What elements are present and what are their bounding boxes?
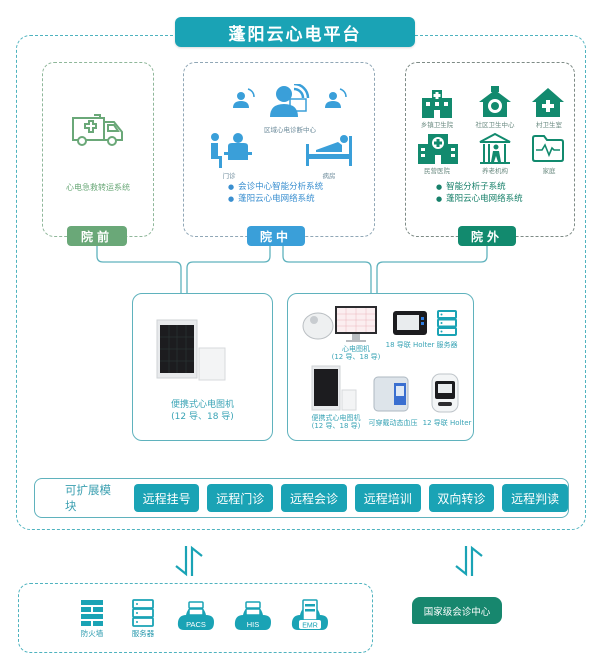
connector-mid-to-dev1 — [186, 246, 271, 293]
tag-pre-hospital: 院前 — [67, 226, 127, 246]
server-icon — [437, 310, 457, 336]
server-label: 服务器 — [131, 629, 155, 638]
township-hospital-label: 乡镇卫生院 — [420, 121, 454, 129]
emr-text: EMR — [302, 623, 318, 630]
pacs-cloud-icon: PACS — [177, 601, 214, 630]
ambulatory-bp-label: 可穿戴动态血压 — [368, 419, 418, 427]
server-device-label: 服务器 — [436, 341, 458, 349]
township-hospital-icon — [422, 90, 452, 118]
modules-label: 可扩展模块 — [65, 483, 111, 513]
firewall-label: 防火墙 — [80, 629, 104, 638]
portable-ecg-small-label-line2: (12 导、18 导) — [311, 422, 361, 430]
infrastructure-zone — [18, 583, 373, 653]
portable-ecg-device-image — [156, 319, 226, 381]
private-hospital-icon — [418, 134, 458, 164]
module-remote-registration[interactable]: 远程挂号 — [133, 484, 200, 512]
module-remote-consultation[interactable]: 远程会诊 — [281, 484, 347, 512]
server-icon — [132, 599, 154, 627]
connector-post-to-dev2 — [376, 246, 488, 293]
ward-label: 病房 — [322, 172, 336, 180]
connector-pre-to-dev1 — [96, 246, 182, 293]
portable-ecg-small-label-line1: 便携式心电图机 — [311, 414, 361, 422]
outpatient-icon — [211, 133, 252, 168]
ecg-machine-label-line2: (12 导、18 导) — [331, 353, 381, 361]
ambulance-icon — [72, 114, 123, 146]
post-system-item: 蓬阳云心电网络系统 — [436, 193, 523, 205]
holter-18-image — [393, 311, 427, 335]
expandable-modules-bar: 可扩展模块 远程挂号 远程门诊 远程会诊 远程培训 双向转诊 远程判读 — [34, 478, 569, 518]
platform-title: 蓬阳云心电平台 — [175, 17, 415, 47]
his-cloud-icon: HIS — [234, 601, 271, 630]
connector-mid-to-dev2 — [282, 246, 372, 293]
elderly-care-icon — [479, 132, 511, 164]
remote-ecg-center-icon — [233, 84, 347, 117]
bidirectional-arrow-icon — [175, 545, 203, 577]
emr-cloud-icon: EMR — [291, 599, 328, 630]
private-hospital-label: 民营医院 — [424, 167, 450, 175]
zone-pre-hospital — [42, 62, 154, 237]
home-icon — [532, 135, 564, 162]
portable-ecg-label-line1: 便携式心电图机 — [170, 400, 234, 410]
pre-system-label: 心电急救转运系统 — [66, 183, 130, 192]
pacs-text: PACS — [186, 620, 206, 629]
community-health-center-label: 社区卫生中心 — [475, 121, 515, 129]
holter-18-label: 18 导联 Holter — [385, 341, 435, 349]
firewall-icon — [81, 600, 103, 626]
his-text: HIS — [247, 620, 260, 629]
ward-icon — [306, 135, 352, 166]
tag-in-hospital: 院中 — [247, 226, 305, 246]
village-clinic-icon — [532, 88, 564, 117]
remote-ecg-center-label: 区域心电诊断中心 — [264, 126, 316, 134]
portable-ecg-label-line2: (12 导、18 导) — [171, 412, 234, 422]
outpatient-label: 门诊 — [222, 172, 236, 180]
holter-12-label: 12 导联 Holter — [422, 419, 472, 427]
ecg-cable-image — [302, 312, 334, 340]
ambulatory-bp-image — [373, 376, 409, 412]
post-system-list: 智能分析子系统 蓬阳云心电网络系统 — [436, 181, 523, 205]
module-remote-training[interactable]: 远程培训 — [354, 484, 421, 512]
mid-system-item: 蓬阳云心电网络系统 — [228, 193, 323, 205]
holter-12-image — [431, 373, 459, 413]
portable-ecg-small-image — [311, 365, 357, 411]
community-health-center-icon — [479, 86, 511, 117]
ecg-machine-image — [335, 306, 377, 342]
tag-out-of-hospital: 院外 — [458, 226, 516, 246]
village-clinic-label: 村卫生室 — [536, 121, 562, 129]
elderly-care-label: 养老机构 — [482, 167, 508, 175]
post-system-item: 智能分析子系统 — [436, 181, 523, 193]
national-consultation-center: 国家级会诊中心 — [412, 597, 502, 624]
mid-system-item: 会诊中心智能分析系统 — [228, 181, 323, 193]
module-remote-reading[interactable]: 远程判读 — [502, 484, 568, 512]
mid-system-list: 会诊中心智能分析系统 蓬阳云心电网络系统 — [228, 181, 323, 205]
bidirectional-arrow-icon — [455, 545, 483, 577]
module-remote-outpatient[interactable]: 远程门诊 — [207, 484, 274, 512]
module-two-way-referral[interactable]: 双向转诊 — [428, 484, 495, 512]
home-label: 家庭 — [542, 167, 556, 175]
ecg-machine-label-line1: 心电图机 — [342, 345, 370, 353]
